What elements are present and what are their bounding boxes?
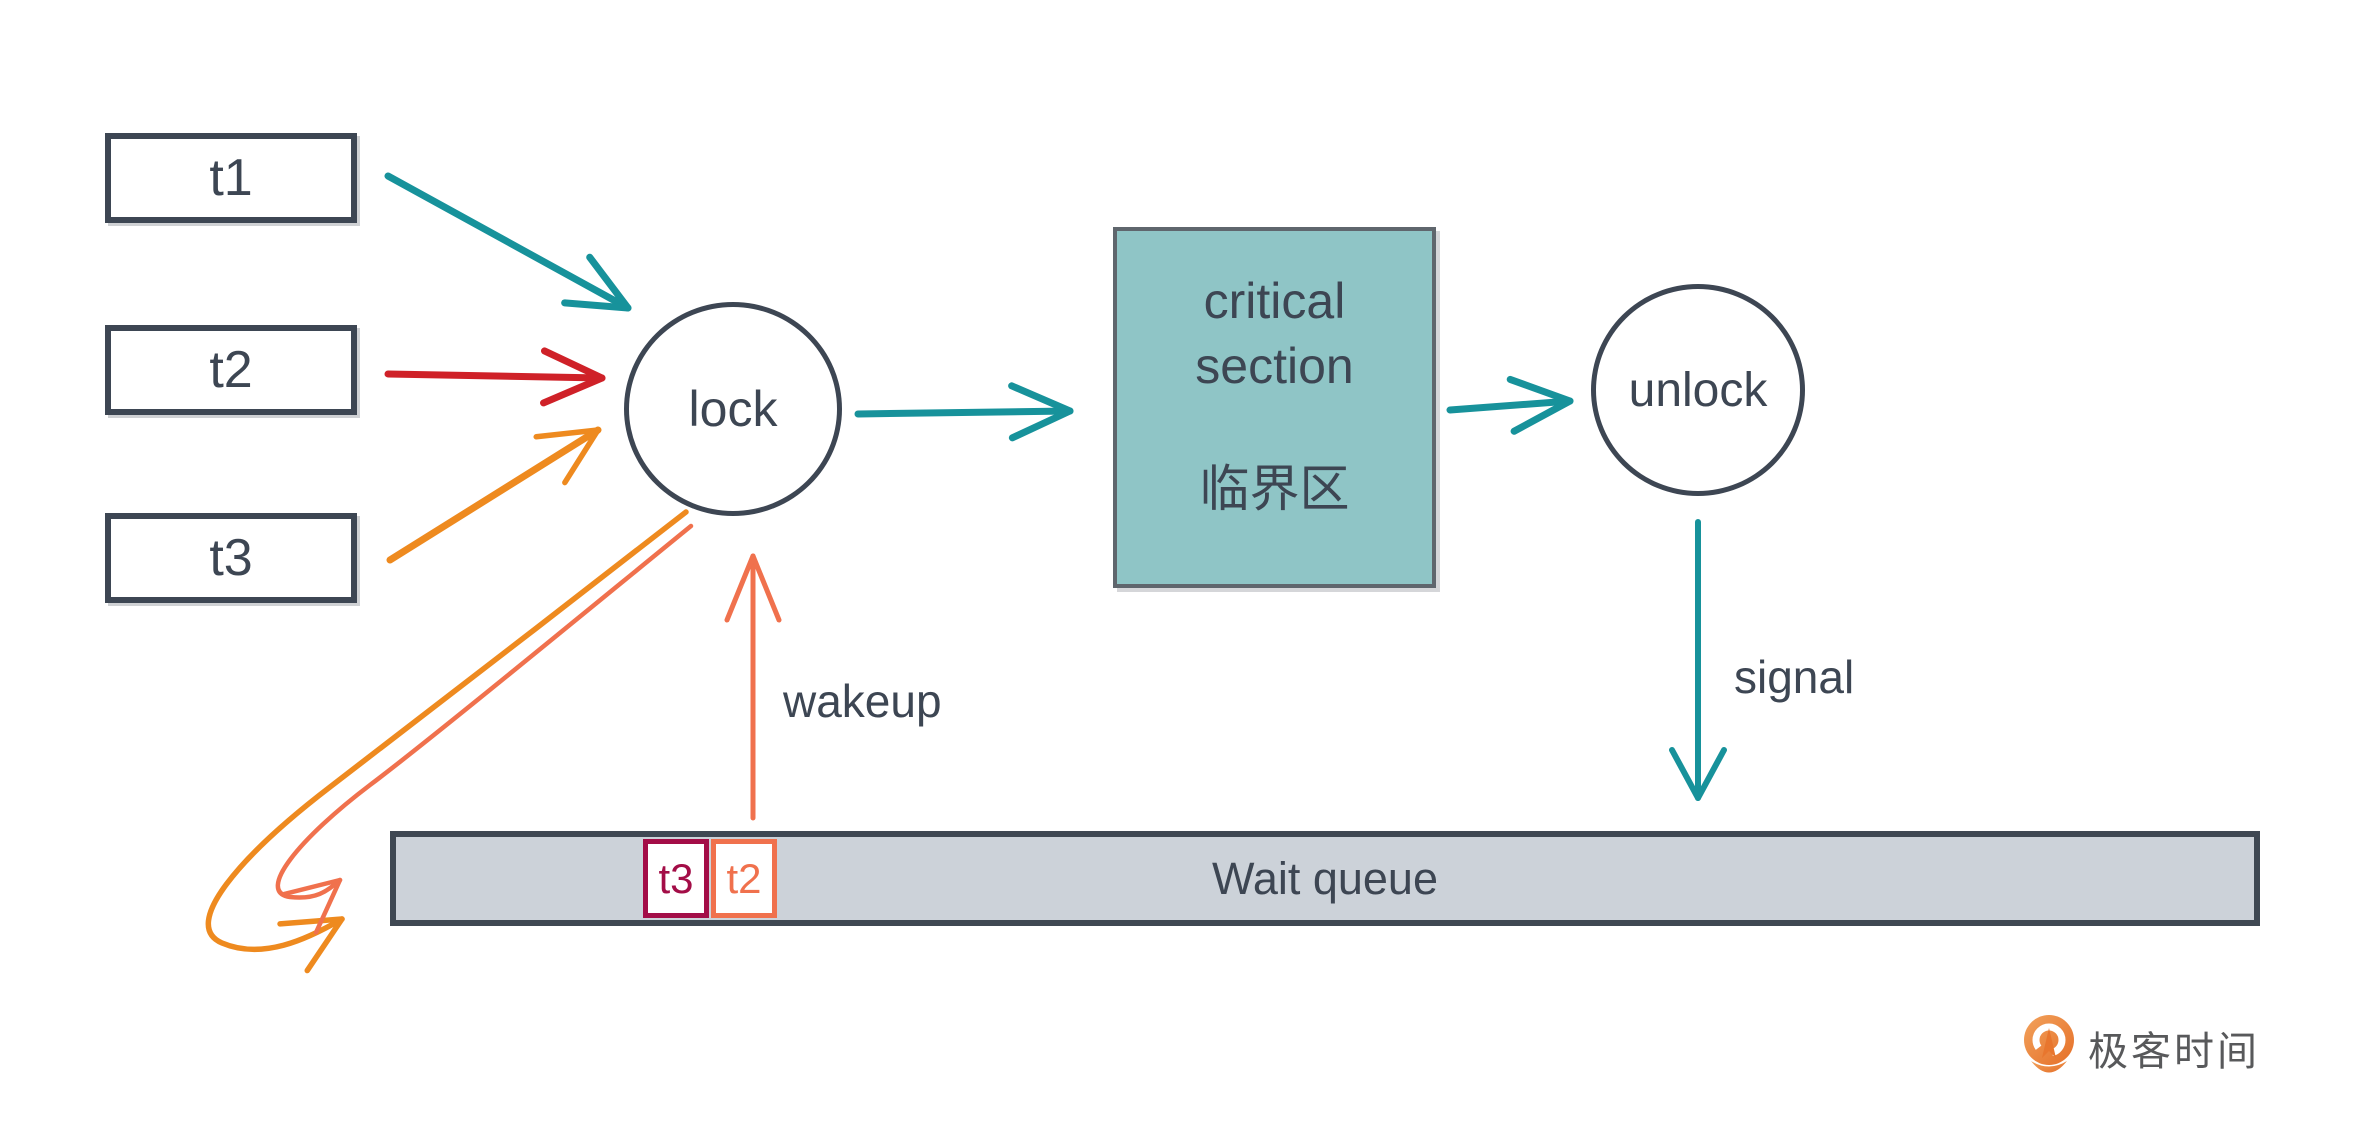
- lock-node: lock: [624, 302, 842, 516]
- arrow-critical-to-unlock: [1446, 375, 1574, 435]
- queue-item-t2: t2: [711, 839, 777, 918]
- arrow-lock-to-critical: [854, 382, 1074, 442]
- thread-box-t2: t2: [105, 325, 357, 415]
- critical-line-1: critical: [1203, 273, 1346, 329]
- arrow-t2-requeue: [275, 523, 694, 935]
- arrow-t2-to-lock: [384, 347, 606, 407]
- unlock-node: unlock: [1591, 284, 1805, 496]
- queue-item-label: t3: [658, 854, 694, 902]
- arrow-t3-to-lock: [386, 426, 602, 564]
- thread-label: t3: [209, 529, 253, 587]
- wait-queue-label: Wait queue: [1212, 852, 1438, 904]
- geektime-logo: 极客时间: [2022, 1014, 2260, 1082]
- arrow-t1-to-lock: [384, 172, 632, 312]
- geektime-logo-icon: [2024, 1015, 2074, 1073]
- critical-cn-label: 临界区: [1199, 461, 1350, 517]
- thread-label: t1: [209, 149, 253, 207]
- signal-label: signal: [1734, 651, 1855, 703]
- thread-box-t1: t1: [105, 133, 357, 223]
- queue-item-t3: t3: [643, 839, 709, 918]
- unlock-label: unlock: [1628, 363, 1768, 417]
- queue-item-label: t2: [726, 854, 762, 902]
- lock-label: lock: [688, 381, 778, 437]
- critical-section: critical section 临界区: [1113, 227, 1436, 588]
- arrow-t3-requeue: [205, 509, 689, 974]
- geektime-logo-text: 极客时间: [2088, 1030, 2260, 1074]
- wakeup-label: wakeup: [783, 675, 942, 727]
- thread-label: t2: [209, 341, 253, 399]
- thread-box-t3: t3: [105, 513, 357, 603]
- critical-line-2: section: [1195, 338, 1354, 394]
